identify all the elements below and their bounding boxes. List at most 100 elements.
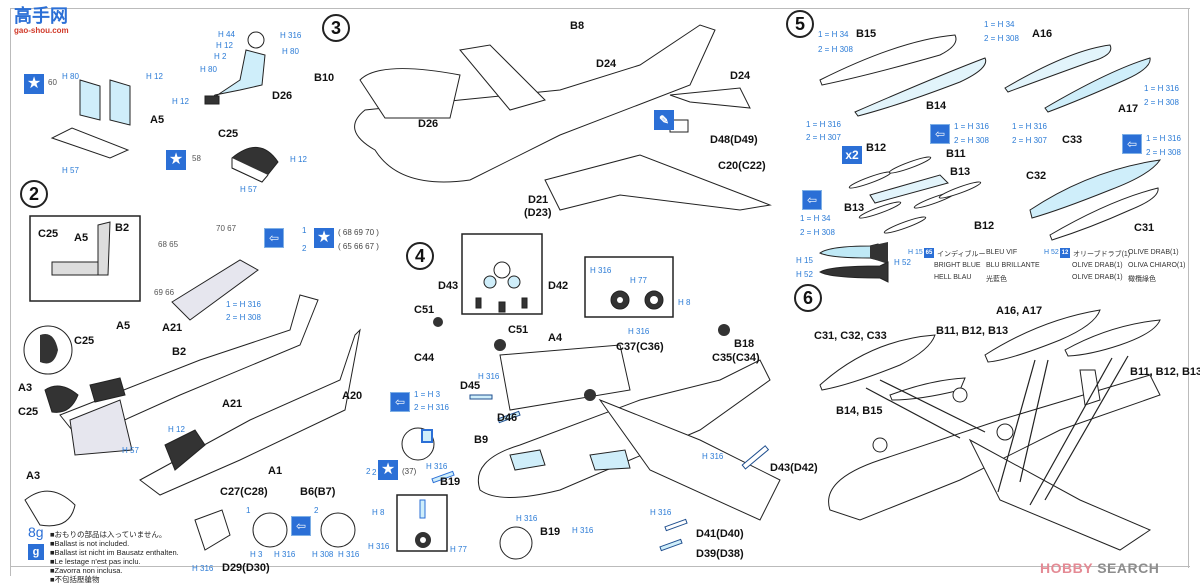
part-a21-label: A21 <box>162 322 183 334</box>
gear-paint-h77: H 77 <box>630 276 647 285</box>
pilot-paint-h12: H 12 <box>216 41 233 50</box>
wheel-paint-h316: H 316 <box>628 327 650 336</box>
part-a21-label-2: A21 <box>222 398 243 410</box>
option-2-marker: 2 <box>302 244 307 253</box>
decal-apply-icon-2: ⇦ <box>291 516 311 536</box>
b14-paint-1: 1 = H 316 <box>806 120 841 129</box>
step-2-number: 2 <box>20 180 48 208</box>
fuselage-halves-drawing <box>59 294 361 496</box>
part-d26-label: D26 <box>272 90 293 102</box>
legend-h52-fr: OLIVE DRAB(1) <box>1128 249 1179 256</box>
legend-h52-en: OLIVE DRAB(1) <box>1072 262 1123 269</box>
decal-apply-icon-4: ⇦ <box>930 124 950 144</box>
decal-star-icon-3: ★ <box>314 228 334 248</box>
part-d21-label: D21 <box>528 194 549 206</box>
a17-paint-2: 2 = H 308 <box>1144 98 1179 107</box>
part-a16-label: A16 <box>1032 28 1053 40</box>
legend-bomb-paint-h52-right: H 52 <box>894 258 911 267</box>
part-b6-b7-label: B6(B7) <box>300 486 336 498</box>
part-d41-d40-label: D41(D40) <box>696 528 744 540</box>
panel-paint-h57: H 57 <box>240 185 257 194</box>
a16-paint-2: 2 = H 308 <box>984 34 1019 43</box>
part-b13-label-2: B13 <box>844 202 865 214</box>
legend-h52-number: 12 <box>1060 248 1070 258</box>
part-c20-c22-label: C20(C22) <box>718 160 766 172</box>
watermark-logo: 高手网 gao-shou.com <box>14 6 69 35</box>
part-b18-label: B18 <box>734 338 755 350</box>
pilot-paint-h44: H 44 <box>218 30 235 39</box>
exhaust-detail-2 <box>320 512 356 548</box>
legend-h52-code: H 52 <box>1044 249 1059 256</box>
decal-set-2: ( 65 66 67 ) <box>338 242 379 251</box>
part-d46-label: D46 <box>497 412 518 424</box>
decal-numbers-70-67: 70 67 <box>216 224 237 233</box>
step3-aircraft-drawing <box>354 24 772 211</box>
part-b14-label: B14 <box>926 100 947 112</box>
seat-decal-number: 60 <box>48 78 57 87</box>
fuselage-paint-h316-2: H 316 <box>572 526 594 535</box>
inset-c25-label: C25 <box>38 228 59 240</box>
part-d45-label: D45 <box>460 380 481 392</box>
watermark-title: 高手网 <box>14 6 68 26</box>
hobby-search-watermark: HOBBY SEARCH <box>1040 560 1159 576</box>
seat-paint-h57: H 57 <box>62 166 79 175</box>
step6-c31-c33-label: C31, C32, C33 <box>814 330 887 342</box>
b12-paint-1: 1 = H 34 <box>800 214 831 223</box>
part-d26-label-2: D26 <box>418 118 439 130</box>
part-b15-label: B15 <box>856 28 877 40</box>
legend-h52-jp: オリーブドラブ(1) <box>1073 251 1131 258</box>
decal-apply-icon-6: ⇦ <box>802 190 822 210</box>
part-a3-label-2: A3 <box>26 470 41 482</box>
step4-aircraft-drawing <box>478 344 781 521</box>
decal-apply-icon-5: ⇦ <box>1122 134 1142 154</box>
b12-paint-2: 2 = H 308 <box>800 228 835 237</box>
c33-paint-2: 2 = H 308 <box>1146 148 1181 157</box>
part-a3-label: A3 <box>18 382 33 394</box>
part-b2-label: B2 <box>172 346 187 358</box>
c33-paint-1: 1 = H 316 <box>1146 134 1181 143</box>
part-c31-label: C31 <box>1134 222 1155 234</box>
watermark-url: gao-shou.com <box>14 26 69 35</box>
a16-paint-1: 1 = H 34 <box>984 20 1015 29</box>
step-5-number: 5 <box>786 10 814 38</box>
panel-paint-h12: H 12 <box>290 155 307 164</box>
pilot-paint-h12-boot: H 12 <box>172 97 189 106</box>
part-a4-label: A4 <box>548 332 563 344</box>
sheet-frame <box>10 8 1190 577</box>
weight-icon: g <box>28 544 44 560</box>
step-4-number: 4 <box>406 242 434 270</box>
decal-apply-icon: ⇦ <box>264 228 284 248</box>
part-c51-label-1: C51 <box>414 304 435 316</box>
panel-decal-number: 58 <box>192 154 201 163</box>
b14-paint-2: 2 = H 307 <box>806 133 841 142</box>
b19-detail-circle <box>499 526 533 560</box>
d45-paint-h316: H 316 <box>478 372 500 381</box>
sheet-border-bottom <box>10 566 1190 567</box>
part-a5-label-2: A5 <box>116 320 131 332</box>
part-b19-label-1: B19 <box>440 476 461 488</box>
legend-h15-code: H 15 <box>908 249 923 256</box>
decal-numbers-69-66: 69 66 <box>154 288 175 297</box>
part-a17-label: A17 <box>1118 103 1139 115</box>
part-b19-label-2: B19 <box>540 526 561 538</box>
a17-paint-1: 1 = H 316 <box>1144 84 1179 93</box>
tailwheel-paint-h316: H 316 <box>368 542 390 551</box>
part-d43-d42-label: D43(D42) <box>770 462 818 474</box>
b9-decal-opt2: 2 = H 316 <box>414 403 449 412</box>
ejection-seats-drawing <box>50 79 131 159</box>
decal-star-icon-4: ★ <box>378 460 398 480</box>
legend-h15-fr: BLEU VIF <box>986 249 1018 256</box>
a21-paint-opt2: 2 = H 308 <box>226 313 261 322</box>
part-d39-d38-label: D39(D38) <box>696 548 744 560</box>
pilot-paint-h316: H 316 <box>280 31 302 40</box>
sheet-border-right <box>1188 8 1189 568</box>
exhaust-paint-h308: H 308 <box>312 550 334 559</box>
part-c35-c34-label: C35(C34) <box>712 352 760 364</box>
legend-h15-en: BRIGHT BLUE <box>934 262 981 269</box>
tailwheel-paint-h8: H 8 <box>372 508 385 517</box>
legend-bomb-paint-h52-left: H 52 <box>796 270 813 279</box>
part-a5-label: A5 <box>150 114 165 126</box>
part-d42-label: D42 <box>548 280 569 292</box>
legend-h15-jp: インディブルー <box>937 251 986 258</box>
legend-h15-de: HELL BLAU <box>934 274 972 281</box>
